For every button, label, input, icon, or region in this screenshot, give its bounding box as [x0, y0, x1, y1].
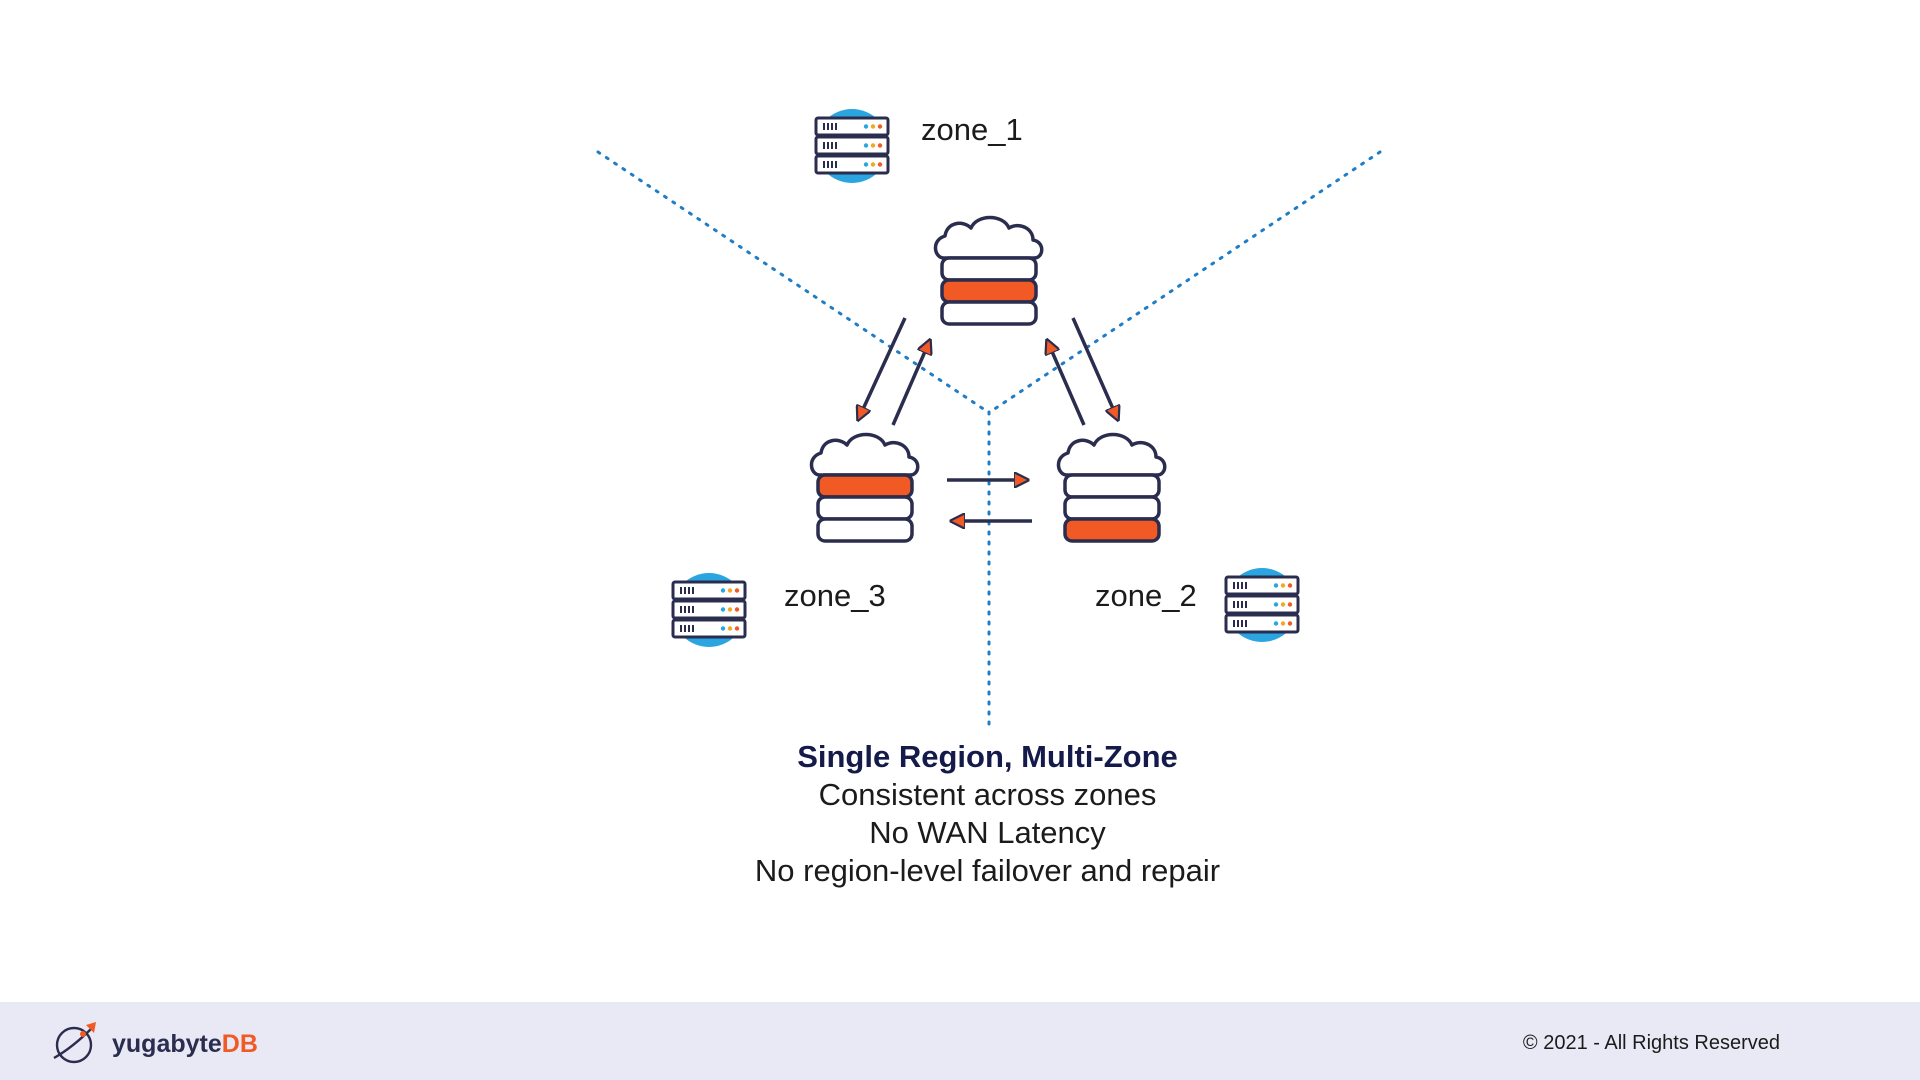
server-icon-zone-1: [813, 107, 891, 185]
arrow-icon-zone3-to-zone1: [891, 340, 930, 426]
caption-line-consistency: Consistent across zones: [818, 777, 1157, 812]
arrow-icon-zone2-to-zone1: [1047, 340, 1086, 426]
replication-arrows: [858, 317, 1118, 521]
database-cloud-icon-zone-2: [1056, 432, 1167, 543]
database-cloud-icon-zone-1: [933, 215, 1044, 326]
copyright-text: © 2021 - All Rights Reserved: [1522, 1032, 1780, 1054]
server-icon-zone-3: [670, 571, 748, 649]
zone-label-1: zone_1: [921, 112, 1023, 147]
footer-bar: yugabyteDB © 2021 - All Rights Reserved: [0, 1002, 1920, 1080]
server-icon-zone-2: [1223, 566, 1301, 644]
database-cloud-icon-zone-3: [809, 432, 920, 543]
yugabyte-logo-icon: [53, 1022, 96, 1064]
arrow-icon-zone1-to-zone3: [858, 317, 907, 420]
svg-text:yugabyteDB: yugabyteDB: [112, 1030, 258, 1058]
arrow-icon-zone1-to-zone2: [1071, 317, 1118, 420]
brand-suffix-text: DB: [222, 1030, 258, 1058]
caption-line-latency: No WAN Latency: [869, 815, 1106, 850]
boundary-line-right: [988, 150, 1382, 414]
boundary-line-left: [596, 150, 990, 414]
caption-block: Single Region, Multi-Zone Consistent acr…: [560, 738, 1415, 890]
zone-label-2: zone_2: [1095, 578, 1197, 613]
zone-label-3: zone_3: [784, 578, 886, 613]
caption-title: Single Region, Multi-Zone: [797, 739, 1178, 774]
diagram-canvas: [596, 107, 1382, 730]
brand-main-text: yugabyte: [112, 1030, 222, 1058]
zone-boundary-lines: [596, 150, 1382, 730]
caption-line-failover: No region-level failover and repair: [754, 853, 1221, 888]
yugabyte-logo: yugabyteDB: [53, 1022, 258, 1064]
